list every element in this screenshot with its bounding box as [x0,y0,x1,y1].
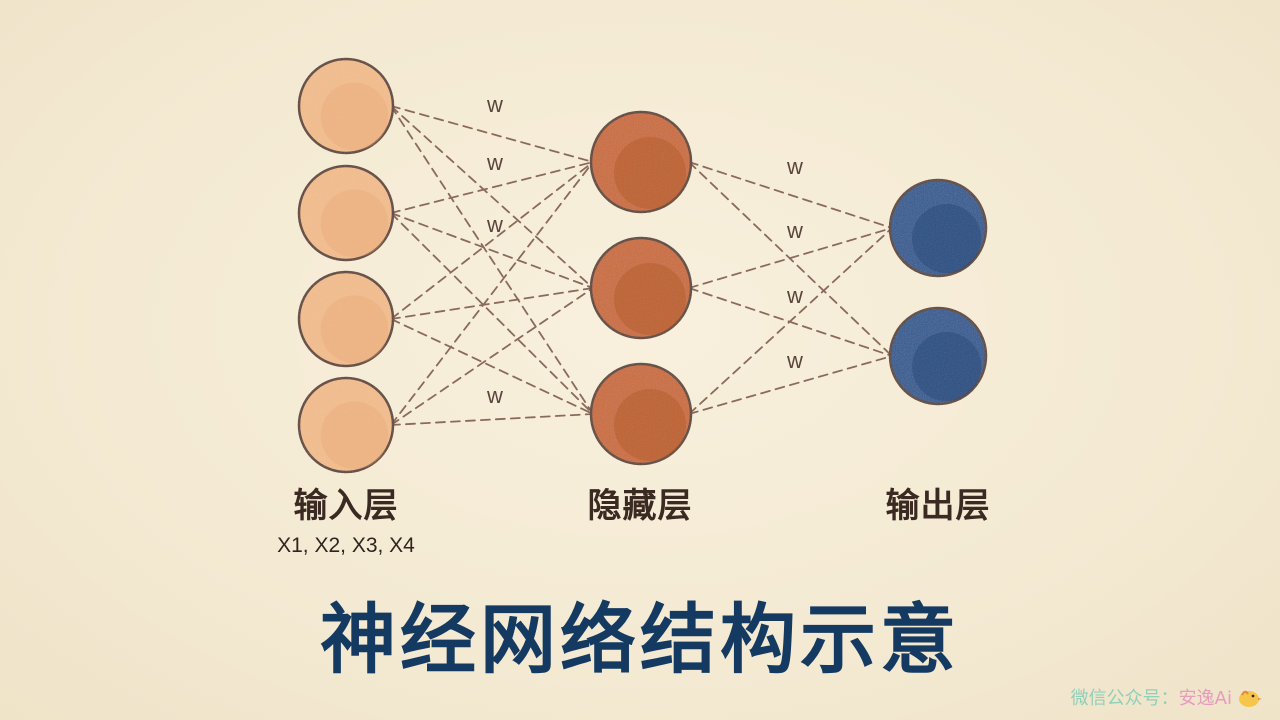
neurons [297,57,988,474]
edge-input1-hidden2 [390,105,594,289]
input-neuron-2 [297,164,395,262]
edge-hidden1-output2 [688,161,893,357]
hidden-neuron-2 [589,236,693,340]
weight-label: w [486,150,503,175]
edge-input4-hidden3 [390,413,594,426]
edge-input2-hidden3 [390,212,594,415]
edge-input3-hidden1 [390,161,594,320]
edge-input4-hidden1 [390,161,594,426]
diagram-title: 神经网络结构示意 [320,595,960,684]
edge-input3-hidden2 [390,287,594,320]
weight-label: w [786,218,803,243]
edge-input1-hidden3 [390,105,594,415]
watermark-name: 安逸Ai [1178,688,1232,709]
weight-label: w [486,92,503,117]
weight-label: w [486,383,503,408]
connections [390,105,893,426]
weight-label: w [786,154,803,179]
input-neuron-1 [297,57,395,155]
hidden-neuron-1 [589,110,693,214]
edge-input1-hidden1 [390,105,594,163]
weight-label: w [786,348,803,373]
input-layer-label: 输入层 [293,486,399,526]
chick-icon [1239,690,1262,707]
watermark-prefix: 微信公众号： [1070,688,1179,709]
edge-input2-hidden1 [390,161,594,214]
edge-input4-hidden2 [390,287,594,426]
edge-hidden2-output1 [688,227,893,289]
input-variables-label: X1, X2, X3, X4 [277,534,415,557]
output-layer-label: 输出层 [885,486,991,526]
input-neuron-4 [297,376,395,474]
watermark: 微信公众号： 安逸Ai [1071,684,1262,710]
hidden-layer-label: 隐藏层 [587,486,693,526]
edge-hidden1-output1 [688,161,893,229]
edge-input3-hidden3 [390,318,594,415]
weight-label: w [786,283,803,308]
output-neuron-1 [888,178,988,278]
input-neuron-3 [297,270,395,368]
edge-hidden3-output1 [688,227,893,415]
edge-hidden3-output2 [688,355,893,415]
hidden-neuron-3 [589,362,693,466]
output-neuron-2 [888,306,988,406]
weight-labels: w w w w w w w w [486,92,803,408]
edge-input2-hidden2 [390,212,594,289]
weight-label: w [486,212,503,237]
